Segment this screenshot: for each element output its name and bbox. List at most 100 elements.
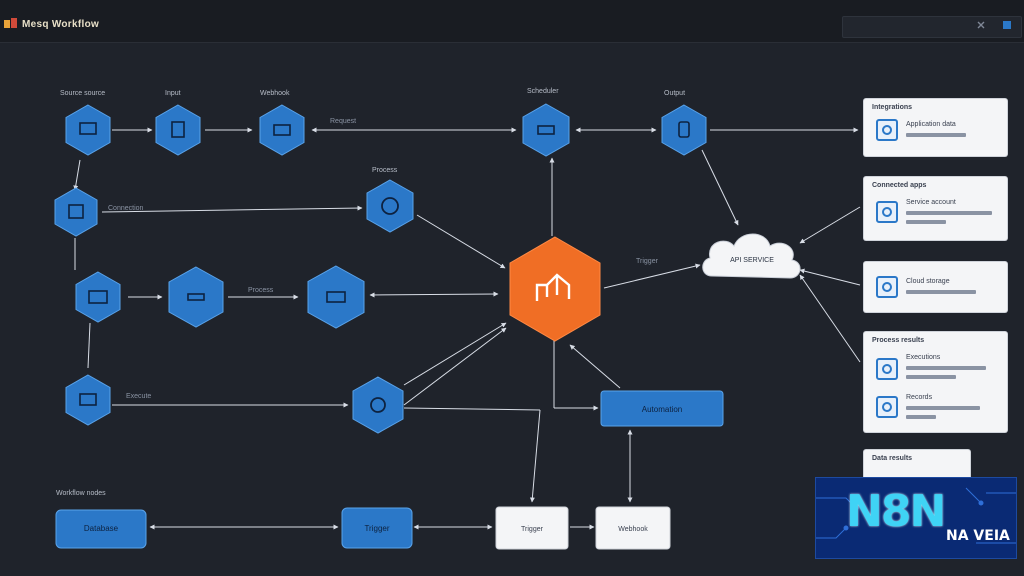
panel-line: Application data (906, 121, 956, 128)
panel-line-bar (906, 366, 986, 370)
data-results-panel[interactable]: Data results (864, 450, 970, 480)
edge-label: Request (330, 118, 356, 125)
edge-label: Process (248, 287, 274, 294)
node-h7[interactable] (366, 179, 414, 233)
node-labels: Source source Input Webhook Scheduler Ou… (56, 88, 685, 497)
center-node[interactable] (509, 236, 601, 342)
edge (799, 274, 861, 363)
trigger-box[interactable]: Trigger (495, 506, 569, 550)
node-h2[interactable] (155, 104, 201, 156)
monitor-icon (79, 122, 97, 135)
cloud-node[interactable] (702, 233, 801, 279)
document-icon (171, 121, 185, 138)
node-h6[interactable] (54, 187, 98, 237)
node-h8[interactable] (75, 271, 121, 323)
edge (403, 322, 507, 386)
panel-title: Connected apps (872, 182, 927, 189)
edge (529, 409, 541, 503)
node-label: Output (664, 90, 685, 97)
database-pill[interactable]: Database (55, 509, 147, 549)
panel-line-bar (906, 415, 936, 419)
app-icon (876, 276, 898, 298)
panel-line-bar (906, 133, 966, 137)
layers-icon (187, 293, 205, 301)
title-bar: Mesq Workflow (0, 0, 1024, 43)
nodes (54, 103, 707, 434)
node-label: Workflow nodes (56, 490, 106, 497)
bottom-flow: Database Trigger Trigger Webhook (55, 506, 671, 550)
panel-line-bar (906, 290, 976, 294)
app-title: Mesq Workflow (22, 19, 100, 30)
app-icon (876, 396, 898, 418)
edge (87, 322, 91, 369)
node-label: Process (372, 167, 398, 174)
edge-labels: Request Connection Process Execute Trigg… (108, 118, 659, 400)
panel-title: Process results (872, 337, 925, 344)
app-icon (876, 358, 898, 380)
panel-item: Records (906, 394, 933, 401)
box-label: Webhook (618, 526, 648, 533)
automation-button[interactable]: Automation (600, 390, 724, 427)
close-icon[interactable] (976, 20, 986, 30)
node-h10[interactable] (307, 265, 365, 329)
edge-label: Trigger (636, 258, 659, 265)
cube-icon (326, 291, 346, 303)
trigger-pill[interactable]: Trigger (341, 507, 413, 549)
panel-title: Integrations (872, 104, 913, 111)
node-h9[interactable] (168, 266, 224, 328)
edge (799, 268, 861, 286)
badge-text: N8N (846, 486, 946, 537)
file-icon (273, 124, 291, 136)
node-h5[interactable] (661, 104, 707, 156)
settings-icon (381, 197, 399, 215)
n8n-logo-icon (535, 273, 571, 301)
edge-label: Connection (108, 205, 144, 212)
node-label: Webhook (260, 90, 290, 97)
panel-line-bar (906, 220, 946, 224)
chart-icon (88, 290, 108, 304)
process-results-panel[interactable]: Process results Executions Records (864, 332, 1007, 432)
cloud-text: API SERVICE (730, 257, 774, 264)
node-h11[interactable] (65, 374, 111, 426)
node-label: Scheduler (527, 88, 559, 95)
panel-item: Executions (906, 354, 941, 361)
edge-label: Execute (126, 393, 151, 400)
webhook-box[interactable]: Webhook (595, 506, 671, 550)
node-label: Source source (60, 90, 105, 97)
panel-line: Cloud storage (906, 278, 950, 285)
window-icon (68, 204, 84, 219)
edge (799, 206, 861, 244)
edge (701, 149, 739, 226)
node-h4[interactable] (522, 103, 570, 157)
edge (403, 327, 507, 406)
automation-label: Automation (642, 405, 682, 414)
node-h12[interactable] (352, 376, 404, 434)
connections (73, 127, 861, 530)
cloud-label: API SERVICE (730, 257, 774, 264)
share-icon[interactable] (1002, 20, 1012, 30)
integrations-panel[interactable]: Integrations Application data (864, 99, 1007, 156)
node-h3[interactable] (259, 104, 305, 156)
app-icon (876, 201, 898, 223)
panel-title: Data results (872, 455, 913, 462)
edge (603, 263, 701, 289)
box-label: Trigger (521, 526, 544, 533)
cloud-storage-panel[interactable]: Cloud storage (864, 262, 1007, 312)
badge-subtext: NA VEIA (946, 528, 1010, 544)
app-icon (876, 119, 898, 141)
node-h1[interactable] (65, 104, 111, 156)
panel-line: Service account (906, 199, 956, 206)
edge (569, 344, 621, 389)
edge (369, 291, 499, 298)
n8n-na-veia-badge: N8N NA VEIA (815, 477, 1017, 559)
pill-label: Database (84, 524, 119, 533)
connected-apps-panel[interactable]: Connected apps Service account (864, 177, 1007, 240)
database-icon (537, 125, 555, 135)
edge (403, 407, 541, 411)
edge (101, 205, 363, 213)
laptop-icon (79, 393, 97, 406)
edge (416, 214, 506, 269)
panel-line-bar (906, 406, 980, 410)
toolbar-search-field[interactable] (842, 16, 1022, 38)
robot-icon (678, 121, 690, 138)
